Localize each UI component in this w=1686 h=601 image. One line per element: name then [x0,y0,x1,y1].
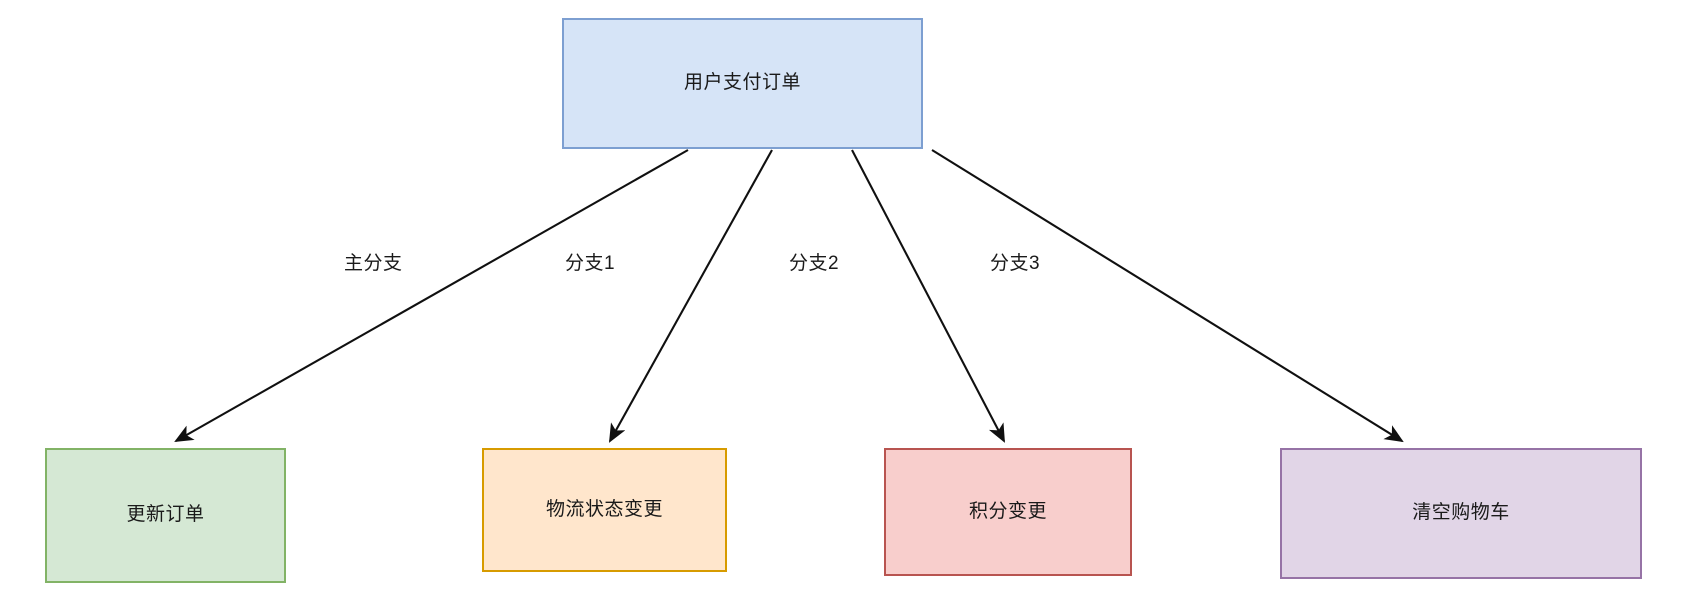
edge-label-branch-1: 分支1 [565,253,616,274]
node-user-pays-order[interactable]: 用户支付订单 [562,18,923,149]
node-update-order[interactable]: 更新订单 [45,448,286,583]
edge-branch2 [851,149,1005,443]
edge-label-branch-2: 分支2 [789,253,840,274]
node-label: 清空购物车 [1412,502,1510,524]
edge-branch3 [931,149,1404,443]
node-label: 积分变更 [968,500,1047,522]
node-label: 物流状态变更 [545,498,663,520]
edge-label-branch-3: 分支3 [990,253,1041,274]
edge-main [174,149,689,443]
node-clear-shopping-cart[interactable]: 清空购物车 [1280,448,1642,579]
node-label: 用户支付订单 [683,72,801,94]
edge-branch1 [608,149,773,443]
node-label: 更新订单 [126,504,205,526]
node-points-change[interactable]: 积分变更 [884,448,1132,576]
node-logistics-status-change[interactable]: 物流状态变更 [482,448,727,572]
edge-label-main-branch: 主分支 [344,253,403,274]
